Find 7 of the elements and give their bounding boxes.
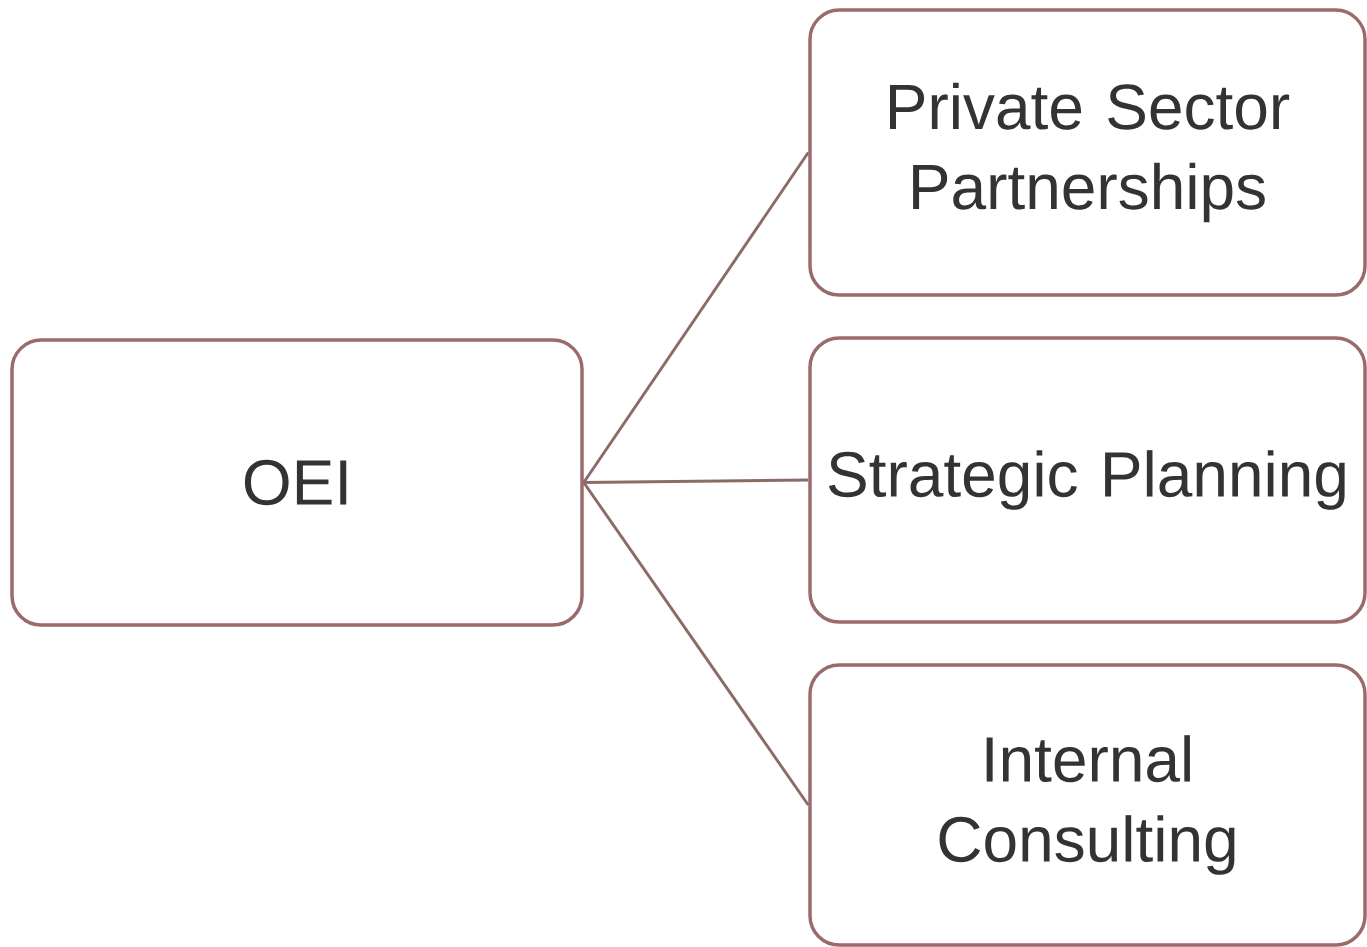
process-box: Private Sector Partnerships bbox=[808, 8, 1367, 297]
process-box: Strategic Planning bbox=[808, 336, 1367, 624]
connector-line bbox=[582, 481, 810, 806]
connector-line bbox=[583, 478, 809, 484]
connector-line bbox=[582, 151, 810, 484]
process-box: OEI bbox=[10, 338, 584, 627]
process-box: Internal Consulting bbox=[808, 663, 1367, 947]
